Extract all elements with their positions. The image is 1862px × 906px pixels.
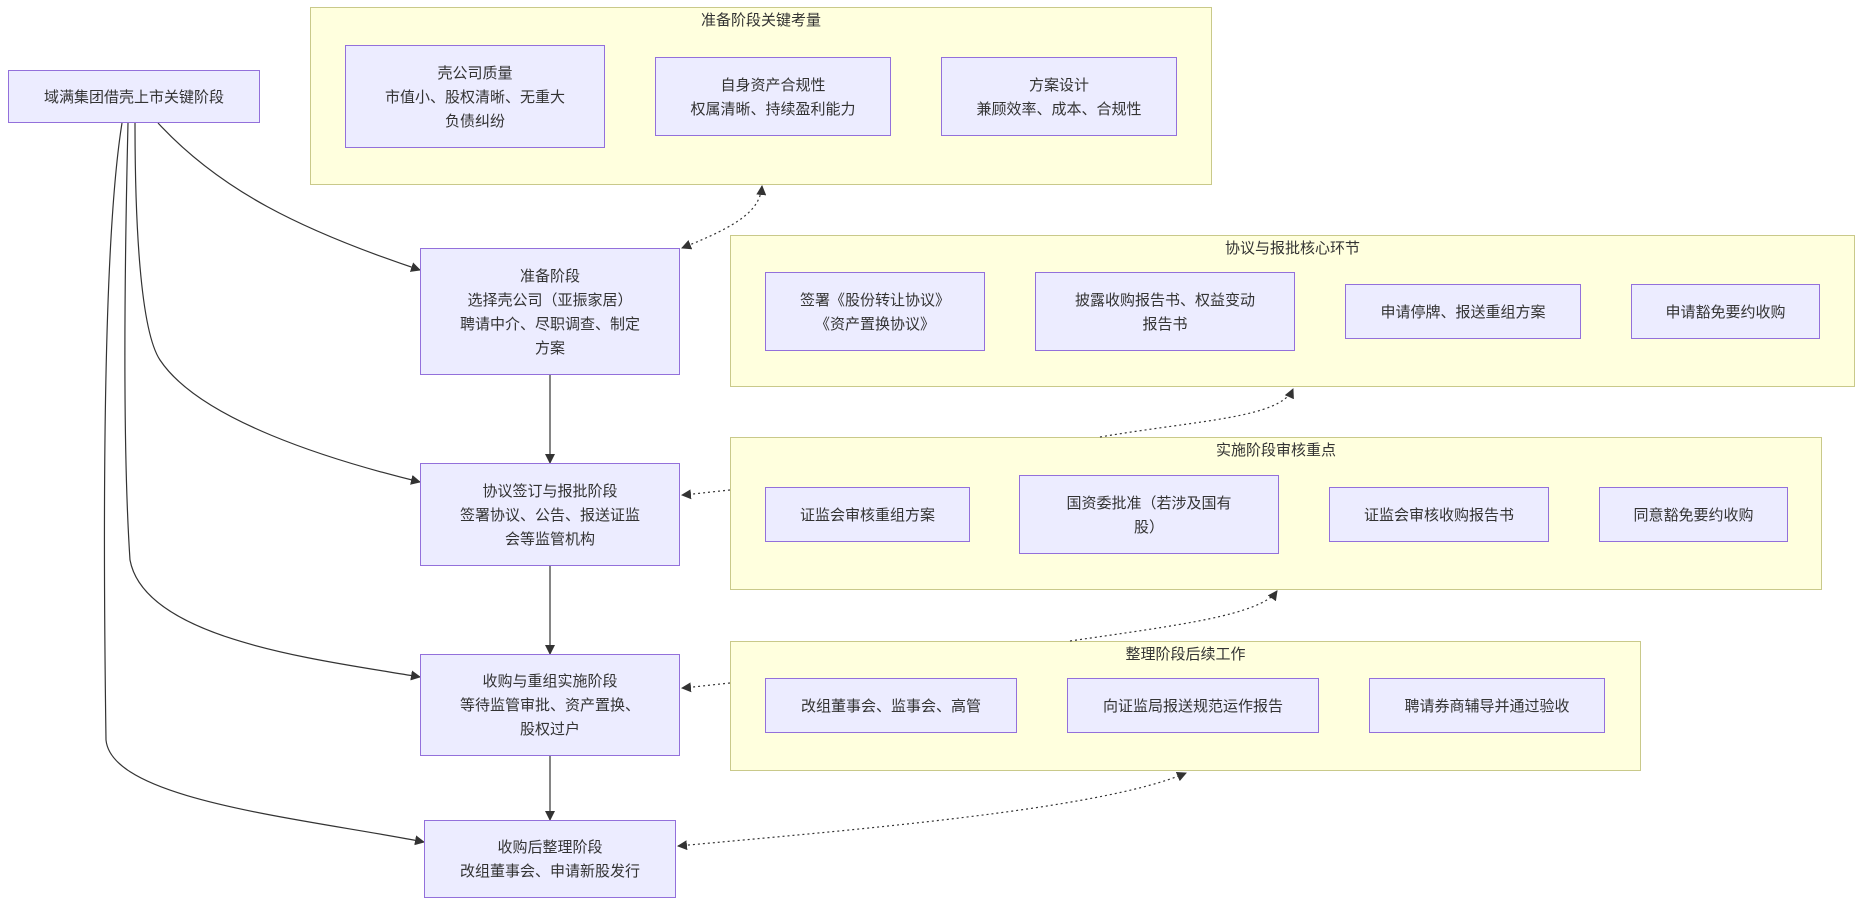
suspend-submit-node: 申请停牌、报送重组方案: [1345, 284, 1581, 339]
approve-exemption-node: 同意豁免要约收购: [1599, 487, 1788, 542]
node-label-line: 兼顾效率、成本、合规性: [976, 99, 1142, 118]
report-operations-node: 向证监局报送规范运作报告: [1067, 678, 1319, 733]
node-label-line: 方案: [534, 338, 565, 357]
edge-post-followup-to-implementation-review: [1069, 590, 1278, 642]
disclose-reports-node: 披露收购报告书、权益变动报告书: [1035, 272, 1295, 351]
node-label-line: 申请豁免要约收购: [1665, 302, 1786, 321]
node-label-line: 市值小、股权清晰、无重大: [384, 87, 565, 106]
plan-design-node: 方案设计兼顾效率、成本、合规性: [941, 57, 1177, 136]
node-label-line: 聘请券商辅导并通过验收: [1404, 696, 1570, 715]
node-label-line: 协议签订与报批阶段: [482, 481, 618, 500]
shell-quality-node: 壳公司质量市值小、股权清晰、无重大负债纠纷: [345, 45, 605, 148]
node-label-line: 负债纠纷: [444, 111, 505, 130]
node-label-line: 签署协议、公告、报送证监: [459, 505, 640, 524]
sasac-approval-node: 国资委批准（若涉及国有股）: [1019, 475, 1279, 554]
node-label-line: 收购与重组实施阶段: [482, 672, 618, 690]
node-label-line: 域满集团借壳上市关键阶段: [43, 87, 224, 106]
asset-compliance-node: 自身资产合规性权属清晰、持续盈利能力: [655, 57, 891, 136]
node-label-line: 向证监局报送规范运作报告: [1102, 696, 1283, 715]
stage-implementation-node: 收购与重组实施阶段等待监管审批、资产置换、股权过户: [420, 654, 680, 756]
node-label-line: 报告书: [1142, 314, 1188, 333]
edge-post-followup-to-implementation: [681, 682, 731, 693]
node-label-line: 股）: [1133, 517, 1164, 536]
node-label-line: 准备阶段: [519, 266, 580, 285]
edge-root-post: [103, 122, 425, 846]
node-label-line: 披露收购报告书、权益变动: [1074, 290, 1255, 309]
group-title: 整理阶段后续工作: [1125, 645, 1246, 663]
reorganize-board-node: 改组董事会、监事会、高管: [765, 678, 1017, 733]
node-label-line: 同意豁免要约收购: [1633, 505, 1754, 524]
node-label-line: 改组董事会、监事会、高管: [800, 696, 981, 715]
csrc-review-report-node: 证监会审核收购报告书: [1329, 487, 1549, 542]
node-label-line: 国资委批准（若涉及国有: [1066, 493, 1232, 512]
edge-implementation-review-to-agreement: [681, 489, 731, 500]
node-label-line: 改组董事会、申请新股发行: [459, 862, 640, 880]
node-label-line: 签署《股份转让协议》: [799, 290, 950, 309]
sign-agreements-node: 签署《股份转让协议》《资产置换协议》: [765, 272, 985, 351]
edge-root-implementation: [124, 122, 421, 681]
broker-guidance-node: 聘请券商辅导并通过验收: [1369, 678, 1605, 733]
node-label-line: 股权过户: [519, 720, 580, 738]
node-label-line: 聘请中介、尽职调查、制定: [459, 314, 640, 333]
apply-exemption-node: 申请豁免要约收购: [1631, 284, 1820, 339]
stage-prep-node: 准备阶段选择壳公司（亚振家居） 聘请中介、尽职调查、制定方案: [420, 248, 680, 375]
group-title: 准备阶段关键考量: [700, 11, 821, 29]
stage-agreement-node: 协议签订与报批阶段签署协议、公告、报送证监会等监管机构: [420, 463, 680, 566]
csrc-review-plan-node: 证监会审核重组方案: [765, 487, 970, 542]
node-label-line: 会等监管机构: [504, 529, 595, 548]
node-label-line: 壳公司质量: [437, 63, 513, 82]
node-label-line: 证监会审核收购报告书: [1363, 505, 1514, 524]
node-label-line: 权属清晰、持续盈利能力: [690, 99, 856, 118]
node-label-line: 申请停牌、报送重组方案: [1380, 302, 1546, 321]
node-label-line: 《资产置换协议》: [814, 314, 935, 333]
node-label-line: 方案设计: [1028, 75, 1089, 94]
node-label-line: 等待监管审批、资产置换、: [459, 696, 640, 714]
root-node: 域满集团借壳上市关键阶段: [8, 70, 260, 123]
edge-post-to-post-followup: [677, 771, 1187, 851]
stage-post-node: 收购后整理阶段改组董事会、申请新股发行: [424, 820, 676, 898]
node-label-line: 收购后整理阶段: [497, 838, 603, 856]
node-label-line: 证监会审核重组方案: [799, 505, 935, 524]
edge-implementation-review-to-agreement-core: [1099, 388, 1294, 438]
group-title: 协议与报批核心环节: [1224, 239, 1360, 257]
group-title: 实施阶段审核重点: [1215, 441, 1336, 459]
node-label-line: 选择壳公司（亚振家居）: [467, 290, 633, 309]
node-label-line: 自身资产合规性: [720, 75, 826, 94]
